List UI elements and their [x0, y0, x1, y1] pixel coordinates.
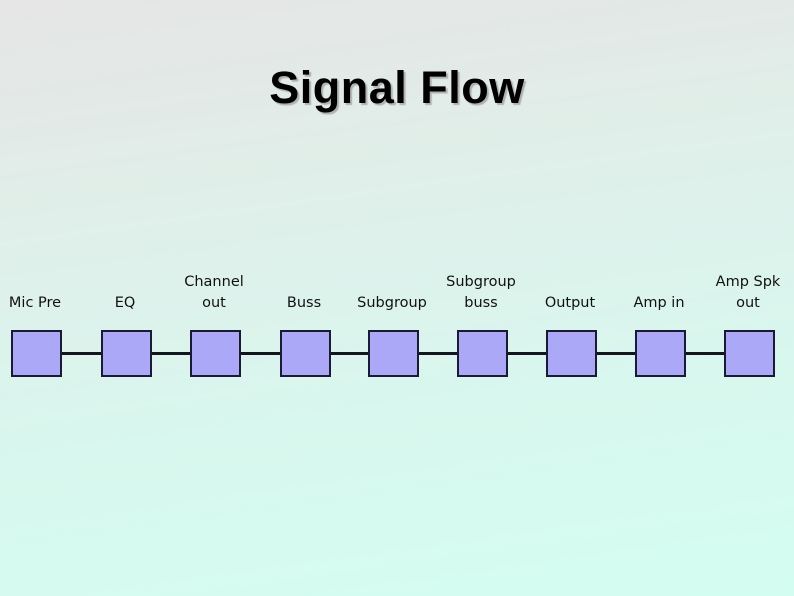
node-box-8[interactable]	[724, 330, 775, 377]
node-box-1[interactable]	[101, 330, 152, 377]
node-box-2[interactable]	[190, 330, 241, 377]
node-box-7[interactable]	[635, 330, 686, 377]
node-label-4: Subgroup	[357, 294, 427, 311]
node-label-6: Output	[544, 294, 596, 311]
connector-2	[241, 352, 280, 355]
connector-1	[152, 352, 190, 355]
node-label-0: Mic Pre	[8, 294, 62, 311]
node-label-2: Channel out	[184, 274, 244, 311]
node-box-3[interactable]	[280, 330, 331, 377]
node-box-5[interactable]	[457, 330, 508, 377]
node-label-1: EQ	[114, 294, 136, 311]
connector-6	[597, 352, 635, 355]
node-box-6[interactable]	[546, 330, 597, 377]
node-label-7: Amp in	[633, 294, 685, 311]
node-label-5: Subgroup buss	[446, 274, 516, 311]
connector-5	[508, 352, 546, 355]
connector-3	[331, 352, 368, 355]
node-box-0[interactable]	[11, 330, 62, 377]
page-title: Signal Flow	[269, 62, 525, 113]
node-box-4[interactable]	[368, 330, 419, 377]
connector-0	[62, 352, 101, 355]
node-label-3: Buss	[286, 294, 322, 311]
node-label-8: Amp Spk out	[715, 274, 781, 311]
connector-4	[419, 352, 457, 355]
connector-7	[686, 352, 724, 355]
